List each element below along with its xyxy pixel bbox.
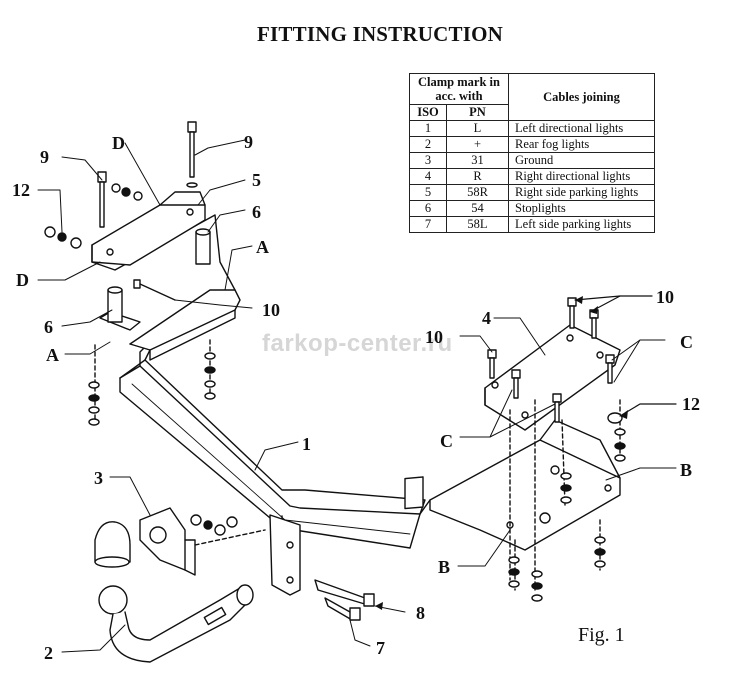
long-bolt-left [97, 171, 107, 228]
callout-6-right: 6 [252, 202, 261, 222]
callout-d-top: D [112, 133, 125, 153]
nuts-left-bottom [88, 352, 216, 426]
pn-cell: 31 [446, 152, 509, 169]
clamp-mark-header: Clamp mark in acc. with [409, 73, 509, 105]
callout-9-top: 9 [244, 132, 253, 152]
pn-cell: 54 [446, 200, 509, 217]
spacer-tube-right [195, 228, 211, 265]
receiver-bracket [269, 514, 301, 596]
page-title: FITTING INSTRUCTION [257, 22, 503, 46]
callout-a-right: A [256, 237, 269, 257]
callout-5: 5 [252, 170, 261, 190]
reinforcement-bracket-d [91, 191, 206, 266]
iso-cell: 7 [409, 216, 447, 233]
mounting-plate-4 [484, 324, 621, 431]
socket-plate-3 [139, 507, 196, 576]
callout-2: 2 [44, 643, 53, 663]
description-cell: Right side parking lights [508, 184, 655, 201]
callout-a-left: A [46, 345, 59, 365]
long-bolt-top [186, 121, 198, 188]
nut-washer-stack-top [111, 183, 143, 201]
callout-7: 7 [376, 638, 385, 658]
callout-b-left: B [438, 557, 451, 577]
callout-10-right-mid: 10 [425, 327, 443, 347]
bolt-8 [314, 579, 375, 607]
callout-4: 4 [482, 308, 491, 328]
cable-joining-table: Clamp mark in acc. with Cables joining I… [409, 73, 655, 233]
description-cell: Left side parking lights [508, 216, 655, 233]
cables-joining-header: Cables joining [508, 73, 655, 121]
callout-10-right-top: 10 [656, 287, 674, 307]
figure-label: Fig. 1 [578, 624, 625, 646]
nuts-right-bottom [508, 412, 626, 602]
bolt-7 [324, 597, 361, 621]
bolts-10-right [487, 297, 615, 423]
description-cell: Right directional lights [508, 168, 655, 185]
callout-10-center: 10 [262, 300, 280, 320]
callout-8: 8 [416, 603, 425, 623]
arrowheads [375, 296, 628, 610]
right-side-bracket-b [419, 419, 621, 551]
bolt-10-center [133, 279, 176, 301]
callout-1: 1 [302, 434, 311, 454]
nuts-socket-mount [190, 514, 266, 546]
callout-3: 3 [94, 468, 103, 488]
watermark: farkop-center.ru [262, 330, 453, 357]
callout-b-right: B [680, 460, 693, 480]
nut-washer-stack-left [44, 226, 82, 249]
callout-9-left: 9 [40, 147, 49, 167]
description-cell: Ground [508, 152, 655, 169]
callout-6-left: 6 [44, 317, 53, 337]
callout-c-right: C [680, 332, 693, 352]
leader-lines [37, 139, 677, 653]
pn-cell: 58L [446, 216, 509, 233]
callout-d-left: D [16, 270, 29, 290]
spacer-tube-left [107, 286, 123, 323]
description-cell: Stoplights [508, 200, 655, 217]
tow-ball-2 [94, 521, 254, 663]
pn-header: PN [446, 104, 509, 121]
callout-c-left: C [440, 431, 453, 451]
callout-12-right: 12 [682, 394, 700, 414]
callout-12-left: 12 [12, 180, 30, 200]
